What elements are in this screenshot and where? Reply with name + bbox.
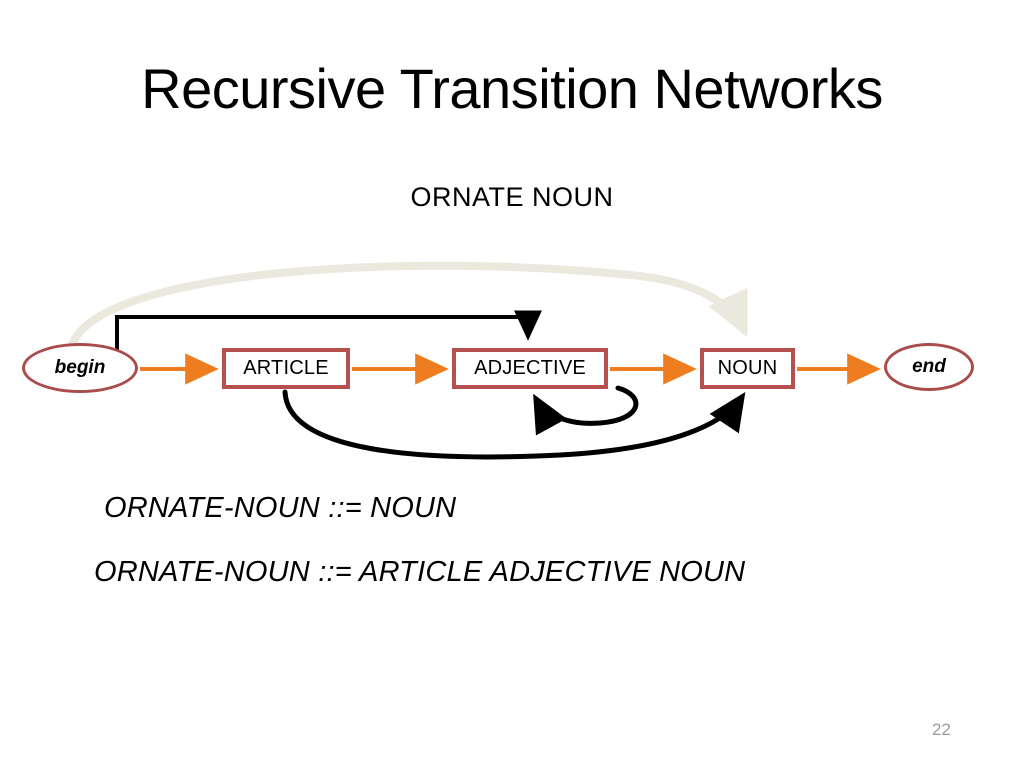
page-number: 22: [932, 720, 951, 739]
grammar-rule-1: ORNATE-NOUN ::= NOUN: [104, 492, 457, 524]
edge-begin-noun-skip: [68, 261, 748, 349]
edge-article-noun-skip: [282, 389, 746, 460]
node-begin[interactable]: begin: [22, 343, 138, 393]
page-title: Recursive Transition Networks: [141, 57, 883, 120]
grammar-rule-2: ORNATE-NOUN ::= ARTICLE ADJECTIVE NOUN: [94, 556, 746, 588]
node-noun[interactable]: NOUN: [700, 348, 795, 389]
node-end[interactable]: end: [884, 343, 974, 391]
node-article[interactable]: ARTICLE: [222, 348, 350, 389]
edge-adjective-self-loop: [533, 385, 639, 436]
diagram-subtitle: ORNATE NOUN: [410, 182, 614, 212]
node-adjective[interactable]: ADJECTIVE: [452, 348, 608, 389]
